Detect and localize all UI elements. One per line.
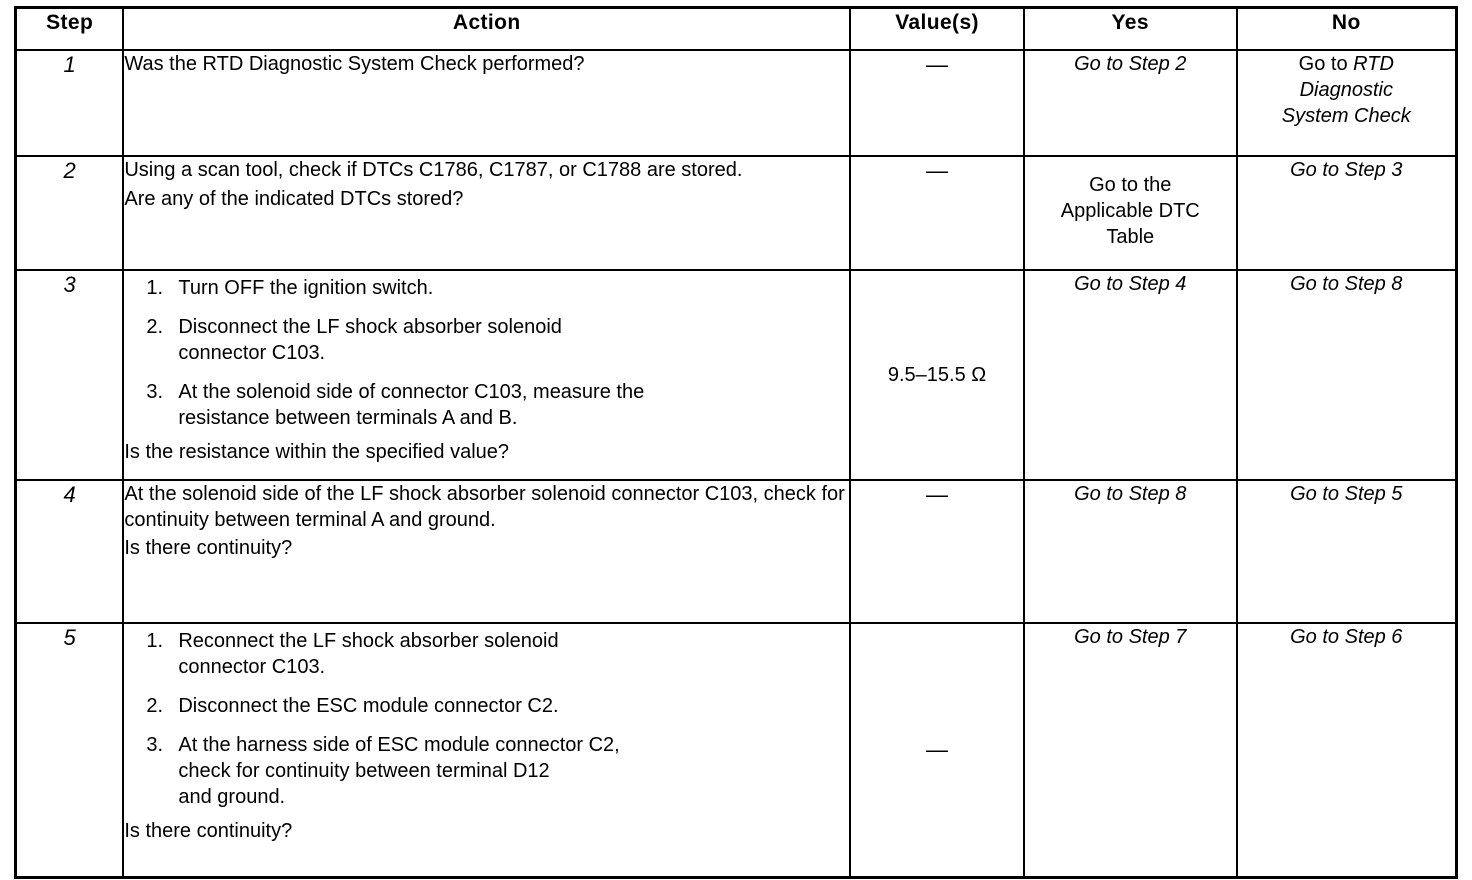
value-cell: —: [849, 49, 1025, 157]
action-question: Are any of the indicated DTCs stored?: [124, 188, 464, 210]
no-text-line1: RTD: [1353, 53, 1394, 75]
value-text: —: [926, 736, 949, 762]
yes-text: Go to Step 8: [1074, 483, 1187, 505]
action-list-item-main: Disconnect the ESC module connector C2.: [178, 695, 559, 717]
table-body: 1 Was the RTD Diagnostic System Check pe…: [14, 49, 1458, 879]
action-step-list: Reconnect the LF shock absorber solenoid…: [124, 628, 849, 810]
value-cell: 9.5–15.5 Ω: [849, 269, 1025, 481]
column-header-no: No: [1235, 6, 1458, 51]
action-question: Is the resistance within the specified v…: [124, 441, 510, 463]
action-list-item-main: At the harness side of ESC module connec…: [178, 734, 620, 756]
yes-cell: Go to Step 2: [1022, 49, 1238, 157]
column-header-value: Value(s): [849, 6, 1025, 51]
action-text: Using a scan tool, check if DTCs C1786, …: [124, 159, 743, 181]
yes-cell: Go to Step 7: [1022, 622, 1238, 879]
step-number-cell: 5: [14, 622, 125, 879]
no-text: Go to Step 8: [1290, 273, 1403, 295]
value-text: 9.5–15.5 Ω: [887, 364, 987, 386]
column-header-yes: Yes: [1022, 6, 1238, 51]
action-list-item-main: Turn OFF the ignition switch.: [178, 277, 434, 299]
no-cell: Go to RTD Diagnostic System Check: [1235, 49, 1458, 157]
table-row: 2 Using a scan tool, check if DTCs C1786…: [14, 155, 1458, 271]
table-row: 5 Reconnect the LF shock absorber soleno…: [14, 622, 1458, 879]
action-list-item-cont: resistance between terminals A and B.: [178, 407, 518, 429]
action-cell: At the solenoid side of the LF shock abs…: [122, 479, 852, 624]
action-list-item: Disconnect the LF shock absorber solenoi…: [124, 314, 849, 366]
action-list-item: Reconnect the LF shock absorber solenoid…: [124, 628, 849, 680]
value-text: —: [926, 482, 949, 507]
action-question: Is there continuity?: [124, 820, 293, 842]
value-text: —: [926, 158, 949, 183]
action-list-item: Turn OFF the ignition switch.: [124, 275, 849, 301]
yes-cell: Go to Step 4: [1022, 269, 1238, 481]
column-header-step: Step: [14, 6, 125, 51]
action-cell: Reconnect the LF shock absorber solenoid…: [122, 622, 852, 879]
table-row: 1 Was the RTD Diagnostic System Check pe…: [14, 49, 1458, 157]
no-cell: Go to Step 5: [1235, 479, 1458, 624]
table-row: 3 Turn OFF the ignition switch. Disconne…: [14, 269, 1458, 481]
action-step-list: Turn OFF the ignition switch. Disconnect…: [124, 275, 849, 431]
yes-cell: Go to the Applicable DTC Table: [1022, 155, 1238, 271]
yes-text: Go to Step 7: [1074, 626, 1187, 648]
value-cell: —: [849, 479, 1025, 624]
action-list-item-main: Reconnect the LF shock absorber solenoid: [178, 630, 559, 652]
step-number-cell: 3: [14, 269, 125, 481]
step-number-cell: 4: [14, 479, 125, 624]
action-text: Was the RTD Diagnostic System Check perf…: [124, 53, 585, 75]
action-list-item-cont: check for continuity between terminal D1…: [178, 760, 550, 782]
value-text: —: [926, 52, 949, 77]
step-number-cell: 2: [14, 155, 125, 271]
no-text: Go to Step 3: [1290, 159, 1403, 181]
action-list-item-cont2: and ground.: [178, 786, 286, 808]
action-cell: Turn OFF the ignition switch. Disconnect…: [122, 269, 852, 481]
yes-text-line1: Go to the: [1089, 174, 1172, 196]
no-cell: Go to Step 8: [1235, 269, 1458, 481]
header-row: Step Action Value(s) Yes No: [14, 6, 1458, 51]
action-list-item: At the solenoid side of connector C103, …: [124, 379, 849, 431]
column-header-action: Action: [122, 6, 852, 51]
yes-text-line2: Applicable DTC: [1060, 200, 1200, 222]
no-cell: Go to Step 3: [1235, 155, 1458, 271]
action-list-item-main: At the solenoid side of connector C103, …: [178, 381, 645, 403]
diagnostic-procedure-table: Step Action Value(s) Yes No 1 Was the RT…: [14, 6, 1458, 879]
yes-text: Go to Step 2: [1074, 53, 1187, 75]
value-cell: —: [849, 155, 1025, 271]
action-list-item-cont: connector C103.: [178, 342, 326, 364]
action-list-item: Disconnect the ESC module connector C2.: [124, 693, 849, 719]
yes-cell: Go to Step 8: [1022, 479, 1238, 624]
no-text-line2: Diagnostic: [1299, 79, 1393, 101]
value-cell: —: [849, 622, 1025, 879]
step-number-cell: 1: [14, 49, 125, 157]
action-list-item-main: Disconnect the LF shock absorber solenoi…: [178, 316, 562, 338]
action-cell: Was the RTD Diagnostic System Check perf…: [122, 49, 852, 157]
action-list-item: At the harness side of ESC module connec…: [124, 732, 849, 810]
action-text: At the solenoid side of the LF shock abs…: [124, 483, 845, 531]
yes-text: Go to Step 4: [1074, 273, 1187, 295]
no-cell: Go to Step 6: [1235, 622, 1458, 879]
no-text: Go to Step 5: [1290, 483, 1403, 505]
no-text-prefix: Go to: [1298, 53, 1354, 75]
action-question: Is there continuity?: [124, 537, 293, 559]
yes-text-line3: Table: [1106, 226, 1155, 248]
action-list-item-cont: connector C103.: [178, 656, 326, 678]
table-row: 4 At the solenoid side of the LF shock a…: [14, 479, 1458, 624]
no-text: Go to Step 6: [1290, 626, 1403, 648]
action-cell: Using a scan tool, check if DTCs C1786, …: [122, 155, 852, 271]
table-header: Step Action Value(s) Yes No: [14, 6, 1458, 51]
no-text-line3: System Check: [1281, 105, 1411, 127]
